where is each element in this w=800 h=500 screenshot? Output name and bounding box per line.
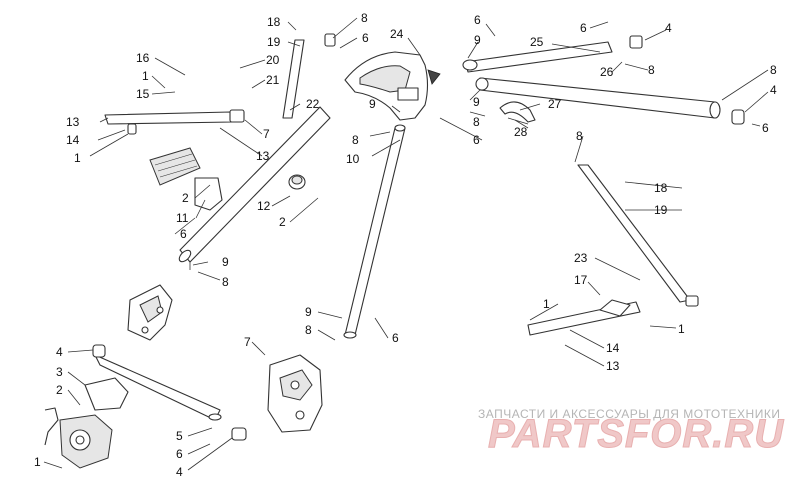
callout-8: 8: [473, 115, 480, 129]
callout-2: 2: [182, 191, 189, 205]
callout-7: 7: [263, 127, 270, 141]
right-strap: [577, 164, 699, 307]
callout-2: 2: [279, 215, 286, 229]
lower-right-bar: [527, 299, 641, 336]
upper-left-bar: [104, 109, 245, 135]
callout-9: 9: [473, 95, 480, 109]
callout-9: 9: [222, 255, 229, 269]
electronic-module: [149, 147, 223, 211]
callout-26: 26: [600, 65, 614, 79]
callout-24: 24: [390, 27, 404, 41]
callout-7: 7: [244, 335, 251, 349]
callout-11: 11: [176, 211, 189, 225]
watermark-logo: PARTSFOR.RU: [488, 412, 784, 456]
main-diagonal-tube: [178, 106, 331, 270]
callout-14: 14: [66, 133, 80, 147]
upper-right-long-tube: [462, 35, 745, 125]
callout-3: 3: [56, 365, 63, 379]
lower-diagonal-bar: [94, 354, 222, 421]
callout-6: 6: [176, 447, 183, 461]
callout-12: 12: [257, 199, 271, 213]
callout-1: 1: [142, 69, 149, 83]
callout-4: 4: [665, 21, 672, 35]
callout-16: 16: [136, 51, 150, 65]
callout-6: 6: [180, 227, 187, 241]
callout-13: 13: [256, 149, 270, 163]
callout-18: 18: [654, 181, 668, 195]
leader-lines: [43, 17, 769, 471]
callout-8: 8: [222, 275, 229, 289]
callout-21: 21: [266, 73, 280, 87]
callout-8: 8: [576, 129, 583, 143]
callout-18: 18: [267, 15, 281, 29]
callout-1: 1: [34, 455, 41, 469]
lower-center-mount: [267, 354, 323, 433]
callout-9: 9: [474, 33, 481, 47]
callout-8: 8: [770, 63, 777, 77]
callout-10: 10: [346, 152, 360, 166]
upper-center-bracket: [344, 51, 441, 121]
callout-19: 19: [654, 203, 668, 217]
callout-4: 4: [56, 345, 63, 359]
callout-23: 23: [574, 251, 588, 265]
callout-27: 27: [548, 97, 562, 111]
callout-9: 9: [369, 97, 376, 111]
callout-13: 13: [66, 115, 80, 129]
callout-15: 15: [136, 87, 150, 101]
callout-8: 8: [648, 63, 655, 77]
callout-8: 8: [352, 133, 359, 147]
lower-left-motor: [44, 344, 247, 469]
callout-8: 8: [305, 323, 312, 337]
upper-strap: [282, 33, 336, 119]
callout-6: 6: [392, 331, 399, 345]
watermark: ЗАПЧАСТИ И АКСЕССУАРЫ ДЛЯ МОТОТЕХНИКИ PA…: [478, 407, 784, 457]
callout-5: 5: [176, 429, 183, 443]
callout-6: 6: [473, 133, 480, 147]
callout-6: 6: [362, 31, 369, 45]
callout-6: 6: [474, 13, 481, 27]
callout-6: 6: [580, 21, 587, 35]
callouts: 18 8 19 6 24 6 9 25 6 4 16 20 1 21 15 22…: [34, 11, 777, 479]
tube-clip: [499, 101, 536, 125]
callout-19: 19: [267, 35, 281, 49]
callout-1: 1: [74, 151, 81, 165]
callout-2: 2: [56, 383, 63, 397]
center-vertical-tube: [343, 124, 406, 339]
callout-28: 28: [514, 125, 528, 139]
callout-9: 9: [305, 305, 312, 319]
callout-8: 8: [361, 11, 368, 25]
left-mount: [127, 284, 173, 341]
callout-25: 25: [530, 35, 544, 49]
callout-1: 1: [543, 297, 550, 311]
bushing-12: [288, 174, 306, 190]
callout-1: 1: [678, 322, 685, 336]
callout-14: 14: [606, 341, 620, 355]
callout-4: 4: [770, 83, 777, 97]
callout-22: 22: [306, 97, 320, 111]
callout-6: 6: [762, 121, 769, 135]
callout-17: 17: [574, 273, 588, 287]
callout-13: 13: [606, 359, 620, 373]
watermark-tagline: ЗАПЧАСТИ И АКСЕССУАРЫ ДЛЯ МОТОТЕХНИКИ: [478, 407, 780, 421]
callout-20: 20: [266, 53, 280, 67]
callout-4: 4: [176, 465, 183, 479]
